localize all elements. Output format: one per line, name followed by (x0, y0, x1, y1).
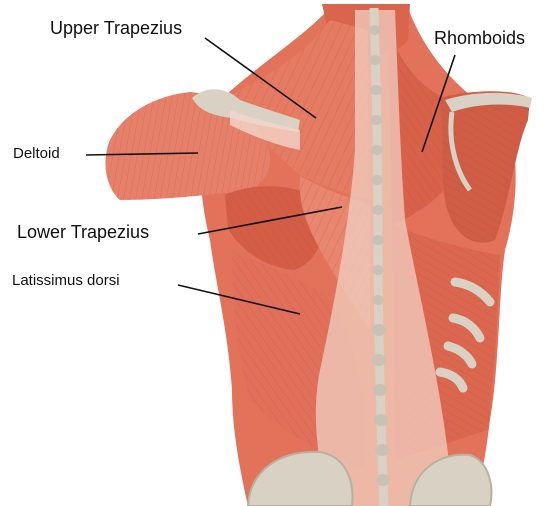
label-rhomboids: Rhomboids (434, 29, 525, 47)
label-upper-trapezius: Upper Trapezius (50, 19, 182, 37)
label-lower-trapezius: Lower Trapezius (17, 223, 149, 241)
label-deltoid: Deltoid (13, 146, 60, 161)
label-latissimus-dorsi: Latissimus dorsi (12, 273, 120, 288)
